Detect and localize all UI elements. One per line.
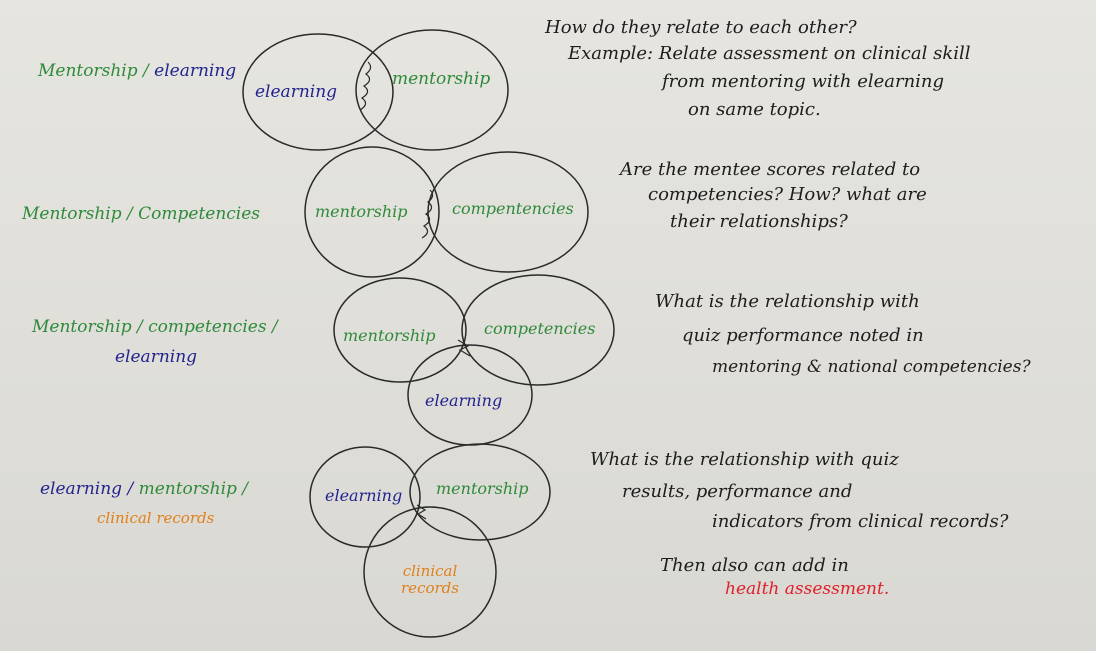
venn4-label-mentorship: mentorship [436, 479, 529, 498]
row3-left-label-line1: Mentorship / competencies / [32, 317, 278, 337]
venn4-label-elearning: elearning [325, 486, 403, 505]
row4-note-1: What is the relationship with quiz [590, 449, 899, 470]
venn4-overlap-hatch [416, 504, 427, 520]
venn2-circle-mentorship [304, 146, 440, 278]
row4-label-separator: / [122, 479, 139, 499]
venn2-label-mentorship: mentorship [315, 202, 408, 221]
row2-note-3: their relationships? [670, 211, 848, 232]
venn1-label-mentorship: mentorship [392, 69, 491, 89]
venn4-circle-clinical-records [363, 506, 497, 638]
row1-label-mentorship: Mentorship [38, 61, 138, 81]
venn1-circle-mentorship [355, 29, 509, 151]
venn2-label-competencies: compentencies [452, 199, 574, 218]
row2-note-1: Are the mentee scores related to [620, 159, 921, 180]
row4-note-3: indicators from clinical records? [712, 511, 1009, 532]
row4-label-mentorship: mentorship / [138, 479, 249, 499]
venn3-label-competencies: competencies [484, 319, 596, 338]
row2-note-2: competencies? How? what are [648, 184, 927, 205]
row3-note-3: mentoring & national competencies? [712, 357, 1031, 377]
row1-note-2: Example: Relate assessment on clinical s… [568, 43, 971, 64]
row4-note-2: results, performance and [622, 481, 853, 502]
row1-left-label: Mentorship / elearning [38, 62, 236, 81]
venn2-overlap-hatch [421, 189, 434, 239]
row4-label-clinical-records: clinical records [97, 509, 215, 527]
venn3-overlap-hatch [457, 339, 471, 357]
row4-note-health-assessment: health assessment. [725, 579, 890, 599]
row1-note-1: How do they relate to each other? [545, 17, 857, 38]
venn3-label-elearning: elearning [425, 391, 503, 410]
venn3-label-mentorship: mentorship [343, 326, 436, 345]
row1-label-separator: / [137, 61, 155, 81]
venn3-circle-competencies [461, 274, 615, 386]
row3-note-1: What is the relationship with [655, 291, 920, 312]
venn1-circle-elearning [242, 33, 394, 151]
row3-left-label-line2: elearning [115, 347, 198, 367]
venn1-overlap-hatch [359, 61, 372, 111]
row1-note-3: from mentoring with elearning [662, 71, 945, 92]
venn1-label-elearning: elearning [255, 82, 338, 102]
venn4-circle-elearning [309, 446, 421, 548]
venn4-circle-mentorship [409, 443, 551, 541]
row3-note-2: quiz performance noted in [682, 325, 924, 346]
row4-label-elearning: elearning [40, 479, 123, 499]
row4-note-4: Then also can add in [660, 555, 849, 576]
row1-label-elearning: elearning [154, 61, 237, 81]
row4-left-label: elearning / mentorship / [40, 480, 248, 499]
venn4-label-clinical-records: clinical records [401, 562, 459, 597]
venn3-circle-mentorship [333, 277, 467, 383]
row1-note-4: on same topic. [688, 99, 821, 120]
row2-left-label: Mentorship / Competencies [22, 204, 261, 224]
